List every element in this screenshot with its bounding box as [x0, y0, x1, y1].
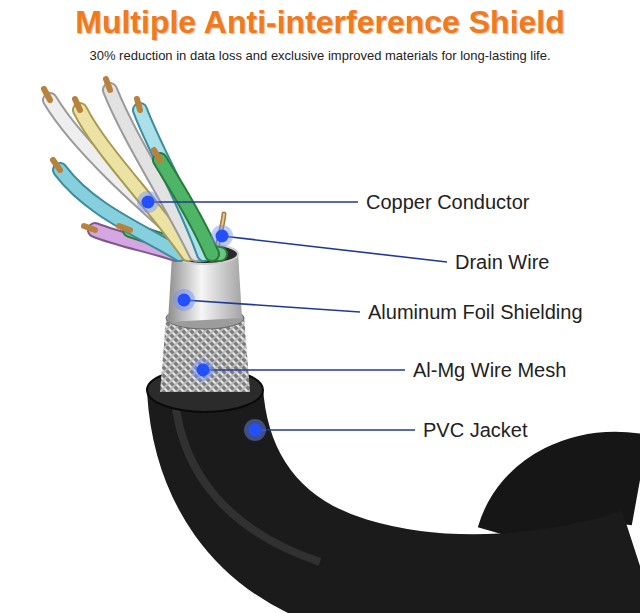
wire: [110, 90, 196, 254]
pointer-dot: [216, 230, 229, 243]
copper-tips: [44, 79, 160, 230]
leader-line: [222, 236, 447, 262]
copper-tip: [44, 89, 50, 100]
copper-tip: [106, 79, 110, 90]
leader-line: [203, 369, 405, 371]
jacket-highlight: [175, 400, 320, 562]
pointer-dot: [142, 196, 155, 209]
part-label: Drain Wire: [455, 250, 549, 274]
part-label: Copper Conductor: [366, 190, 529, 214]
leader-line: [255, 429, 415, 431]
pointer-dot: [178, 294, 191, 307]
dot-glow: [211, 225, 233, 247]
part-label: Aluminum Foil Shielding: [368, 300, 583, 324]
dot-glow: [244, 419, 266, 441]
twisted-pairs: [50, 90, 220, 254]
dot-glow: [192, 359, 214, 381]
copper-tip: [53, 160, 60, 170]
pointer-dot: [249, 424, 262, 437]
pointer-dots: [137, 191, 266, 441]
wire: [110, 90, 196, 254]
leader-line: [148, 201, 358, 203]
leader-line: [184, 300, 360, 312]
copper-tip: [137, 99, 140, 110]
part-label: Al-Mg Wire Mesh: [413, 358, 566, 382]
pointer-dot: [197, 364, 210, 377]
copper-tip: [75, 99, 80, 110]
dot-glow: [137, 191, 159, 213]
part-label: PVC Jacket: [423, 418, 527, 442]
copper-tip: [84, 226, 95, 230]
pvc-jacket: [205, 390, 640, 592]
copper-tip: [119, 226, 130, 230]
copper-tip: [154, 150, 160, 160]
wire: [160, 160, 212, 254]
heading: Multiple Anti-interference Shield: [75, 3, 565, 41]
subtitle: 30% reduction in data loss and exclusive…: [89, 48, 550, 64]
dot-glow: [173, 289, 195, 311]
wire: [160, 160, 212, 254]
